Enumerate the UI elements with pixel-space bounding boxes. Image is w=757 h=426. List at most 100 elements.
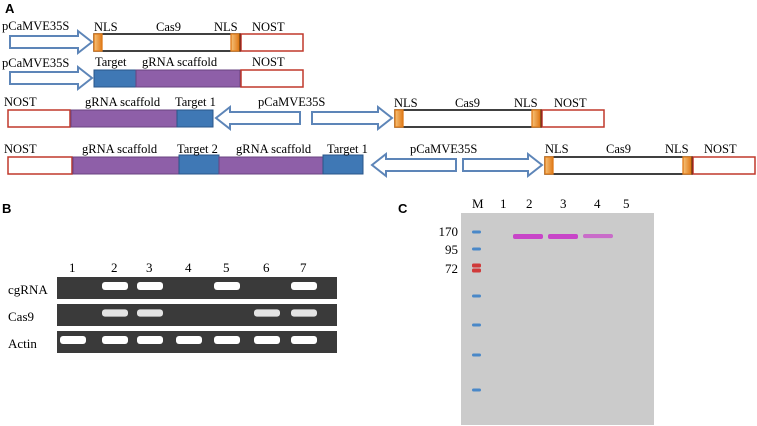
marker-label: 170 [439,224,459,239]
cas9-box [394,109,542,128]
lane-label: 2 [526,196,533,211]
marker-label: 95 [445,242,458,257]
gel-band [102,282,128,290]
ladder-band [472,388,481,392]
construct-row-4: NOST gRNA scaffold Target 2 gRNA scaffol… [4,142,756,179]
panel-a-letter: A [5,1,15,16]
molecular-weight-markers: 170 95 72 [439,224,459,276]
scaffold-label: gRNA scaffold [85,95,161,109]
marker-label: 72 [445,261,458,276]
nls-right-label: NLS [665,142,689,156]
nls-right-box [682,156,692,175]
gel-row-label: cgRNA [8,282,48,297]
lane-label: 1 [500,196,507,211]
scaffold-label: gRNA scaffold [142,55,218,69]
ladder-band [472,230,481,234]
terminator-left-box [7,156,73,175]
scaffold-2-box [218,156,324,175]
gel-band [137,336,163,344]
ladder-band [472,323,481,327]
lane-label: M [472,196,484,211]
protein-band [583,234,613,239]
nls-left-box [544,156,554,175]
nls-left-label: NLS [394,96,418,110]
terminator-left-label: NOST [4,142,37,156]
scaffold-1-label: gRNA scaffold [82,142,158,156]
target-label: Target [95,55,127,69]
cas9-box [93,33,241,52]
nls-left-box [394,109,404,128]
gel-band [102,336,128,344]
ladder-band [472,263,481,268]
target-2-box [178,154,220,175]
terminator-label: NOST [252,55,285,69]
gel-band [60,336,86,344]
lane-label: 5 [623,196,630,211]
lane-label: 5 [223,260,230,275]
gel-band [102,309,128,317]
promoter-label: pCaMVE35S [258,95,325,109]
terminator-left-label: NOST [4,95,37,109]
nls-right-box [230,33,240,52]
terminator-right-label: NOST [704,142,737,156]
cas9-promoter-arrow [462,151,544,179]
gel-band [137,282,163,290]
lane-label: 7 [300,260,307,275]
scaffold-box [135,69,241,88]
promoter-reverse-arrow [214,104,301,132]
western-blot-bands [513,234,613,239]
terminator-box [240,69,304,88]
protein-band [513,234,543,239]
terminator-box [240,33,304,52]
promoter-label: pCaMVE35S [2,19,69,33]
lane-label: 4 [185,260,192,275]
construct-row-3: NOST gRNA scaffold Target 1 pCaMVE35S NL… [4,95,605,132]
target-box [93,69,137,88]
panel-b-letter: B [2,201,11,216]
gel-row-label: Cas9 [8,309,34,324]
gel-row-label: Actin [8,336,37,351]
promoter-arrow [9,28,94,56]
gel-band [214,282,240,290]
target-1-label: Target 1 [327,142,368,156]
target-1-box [176,109,214,128]
terminator-right-box [692,156,756,175]
lane-label: 3 [146,260,153,275]
ladder-band [472,294,481,298]
gel-band [254,309,280,317]
cas9-label: Cas9 [455,96,480,110]
terminator-right-box [541,109,605,128]
cas9-box [544,156,693,175]
panel-c-lane-labels: M 1 2 3 4 5 [472,196,630,211]
gel-band [214,336,240,344]
lane-label: 6 [263,260,270,275]
lane-label: 4 [594,196,601,211]
target-2-label: Target 2 [177,142,218,156]
terminator-right-label: NOST [554,96,587,110]
nls-left-label: NLS [545,142,569,156]
scaffold-2-label: gRNA scaffold [236,142,312,156]
target-1-label: Target 1 [175,95,216,109]
target-1-box [322,154,364,175]
construct-row-2: pCaMVE35S Target gRNA scaffold NOST [2,55,304,92]
protein-band [548,234,578,239]
gel-band [291,336,317,344]
nls-left-label: NLS [94,20,118,34]
western-blot-membrane [461,213,654,425]
cas9-promoter-arrow [311,104,394,132]
scaffold-1-box [72,156,180,175]
promoter-label: pCaMVE35S [2,56,69,70]
terminator-label: NOST [252,20,285,34]
gel-band [254,336,280,344]
gel-band [291,282,317,290]
nls-left-box [93,33,103,52]
nls-right-label: NLS [214,20,238,34]
gel-strip [57,277,337,299]
lane-label: 3 [560,196,567,211]
terminator-left-box [7,109,71,128]
construct-row-1: pCaMVE35S NLS Cas9 NLS NOST [2,19,304,56]
promoter-label: pCaMVE35S [410,142,477,156]
panel-c-letter: C [398,201,408,216]
